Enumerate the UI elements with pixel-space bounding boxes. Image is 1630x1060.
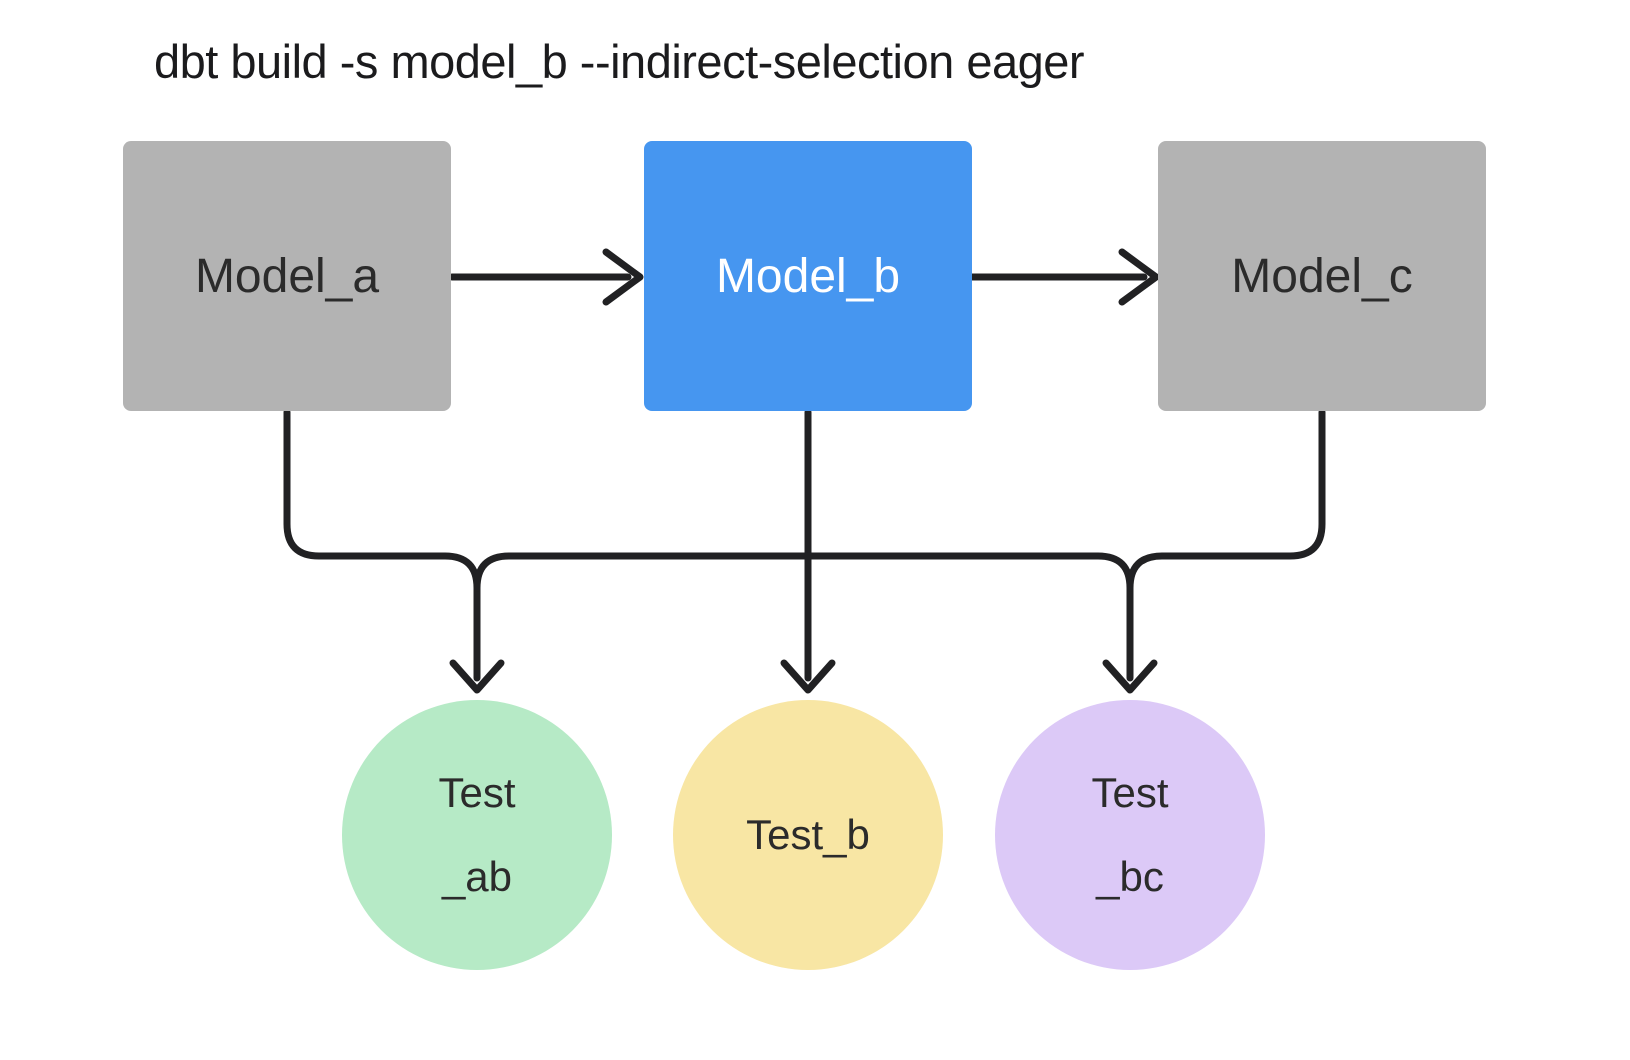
- node-model-c: Model_c: [1158, 141, 1486, 411]
- edge-model-c-to-test-bc: [1126, 408, 1326, 592]
- node-model-c-label: Model_c: [1231, 249, 1413, 303]
- edge-model-a-to-model-b: [448, 248, 644, 306]
- diagram-title: dbt build -s model_b --indirect-selectio…: [154, 35, 1085, 88]
- edge-model-b-to-model-c: [968, 248, 1160, 306]
- node-test-bc: Test _bc: [995, 700, 1265, 970]
- node-model-a-label: Model_a: [194, 249, 380, 303]
- node-test-ab-label-line2: _ab: [441, 853, 513, 900]
- edge-model-a-to-test-ab: [283, 408, 481, 682]
- arrowhead-right-icon: [1118, 248, 1160, 306]
- edge-model-b-to-test-bc: [804, 552, 1134, 682]
- arrowhead-down-icon: [780, 659, 836, 694]
- arrowhead-down-icon: [1102, 659, 1158, 694]
- edge-model-b-to-test-ab: [473, 552, 812, 592]
- node-test-b-label: Test_b: [746, 811, 870, 858]
- node-model-a: Model_a: [123, 141, 451, 411]
- node-test-ab-label-line1: Test: [438, 769, 516, 816]
- node-test-b: Test_b: [673, 700, 943, 970]
- arrowhead-right-icon: [602, 248, 644, 306]
- node-model-b-label: Model_b: [715, 249, 901, 303]
- node-test-ab: Test _ab: [342, 700, 612, 970]
- node-test-bc-label-line2: _bc: [1096, 853, 1164, 900]
- arrowhead-down-icon: [449, 659, 505, 694]
- node-test-bc-label-line1: Test: [1091, 769, 1169, 816]
- node-model-b-selected: Model_b: [644, 141, 972, 411]
